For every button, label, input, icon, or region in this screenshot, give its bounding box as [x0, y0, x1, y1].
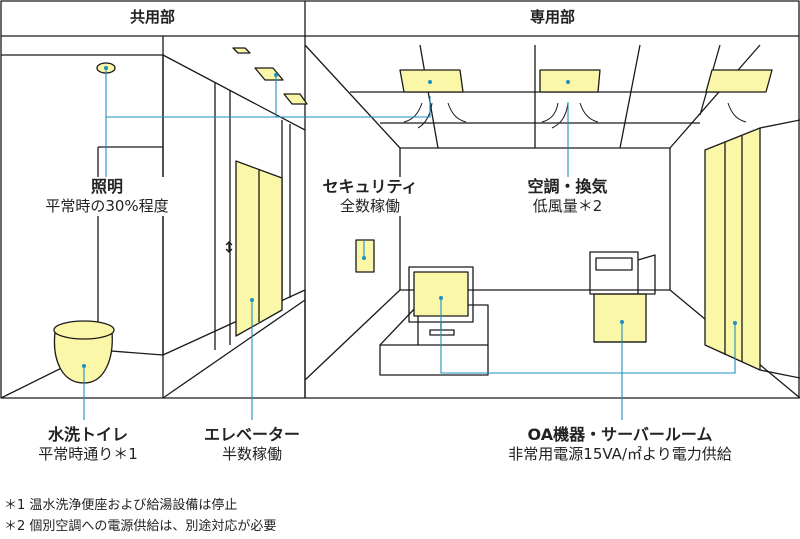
scene-frame — [0, 0, 800, 399]
lighting-title: 照明 — [90, 177, 123, 196]
elevator-doors — [235, 160, 283, 337]
toilet-title: 水洗トイレ — [47, 425, 128, 444]
footnote-2: ＊2 個別空調への電源供給は、別途対応が必要 — [4, 519, 277, 534]
office-room — [304, 44, 800, 399]
elevator-title: エレベーター — [203, 425, 300, 444]
toilet-desc: 平常時通り＊1 — [38, 445, 138, 463]
elevator-callout: エレベーター 半数稼働 — [182, 425, 322, 464]
security-desc: 全数稼働 — [339, 197, 400, 215]
connector-dots — [82, 66, 737, 368]
connector-lines — [83, 68, 736, 420]
aircon-callout: 空調・換気 低風量＊2 — [515, 177, 620, 216]
air-flow-lines — [403, 102, 747, 129]
aircon-title: 空調・換気 — [527, 177, 608, 196]
security-panel — [355, 239, 375, 273]
lighting-callout: 照明 平常時の30%程度 — [2, 177, 212, 216]
toilet — [53, 320, 115, 384]
private-area-header: 専用部 — [529, 8, 575, 26]
oa-desc: 非常用電源15VA/㎡より電力供給 — [508, 445, 732, 463]
elevator-hall — [162, 54, 306, 399]
elevator-call-button — [225, 241, 233, 253]
hall-ceiling-lights — [232, 47, 308, 105]
security-callout: セキュリティ 全数稼働 — [320, 177, 420, 216]
elevator-desc: 半数稼働 — [221, 445, 282, 463]
toilet-callout: 水洗トイレ 平常時通り＊1 — [8, 425, 168, 464]
lighting-desc: 平常時の30%程度 — [45, 197, 169, 215]
copier — [589, 251, 656, 343]
common-area-header: 共用部 — [129, 8, 175, 26]
aircon-desc: 低風量＊2 — [532, 197, 603, 215]
oa-callout: OA機器・サーバールーム 非常用電源15VA/㎡より電力供給 — [465, 425, 775, 464]
footnote-1: ＊1 温水洗浄便座および給湯設備は停止 — [4, 498, 238, 513]
oa-title: OA機器・サーバールーム — [527, 425, 713, 444]
security-title: セキュリティ — [322, 177, 418, 196]
ceiling-aircon-panels — [399, 69, 773, 93]
partition-wall — [704, 119, 800, 379]
